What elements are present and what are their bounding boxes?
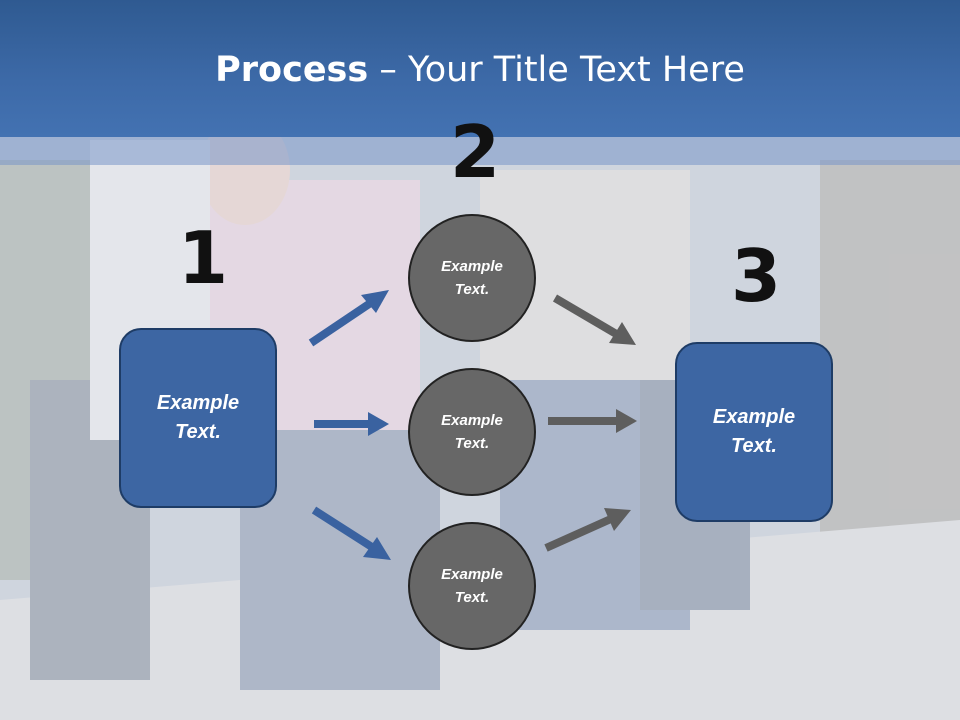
arrow-blue-down: [311, 506, 391, 560]
title-bold: Process: [215, 50, 369, 90]
title-rest: – Your Title Text Here: [368, 50, 745, 90]
top-circle-text: Example Text.: [441, 258, 503, 298]
arrow-blue-right: [314, 412, 389, 436]
step-number-1: 1: [178, 216, 229, 300]
arrow-gray-down: [552, 294, 636, 345]
middle-circle-text: Example Text.: [441, 412, 503, 452]
arrow-blue-up: [308, 290, 389, 347]
arrow-gray-up: [544, 508, 631, 552]
bottom-circle: Example Text.: [408, 522, 536, 650]
title-bar: [0, 0, 960, 137]
step-number-2: 2: [450, 110, 501, 194]
arrow-gray-right: [548, 409, 637, 433]
left-box-text: Example Text.: [156, 392, 240, 443]
left-box: Example Text.: [119, 328, 277, 508]
right-box: Example Text.: [675, 342, 833, 522]
bottom-circle-text: Example Text.: [441, 566, 503, 606]
top-circle: Example Text.: [408, 214, 536, 342]
middle-circle: Example Text.: [408, 368, 536, 496]
slide-title: Process – Your Title Text Here: [0, 50, 960, 90]
title-strip: [0, 137, 960, 165]
right-box-text: Example Text.: [712, 406, 796, 457]
step-number-3: 3: [731, 234, 782, 318]
